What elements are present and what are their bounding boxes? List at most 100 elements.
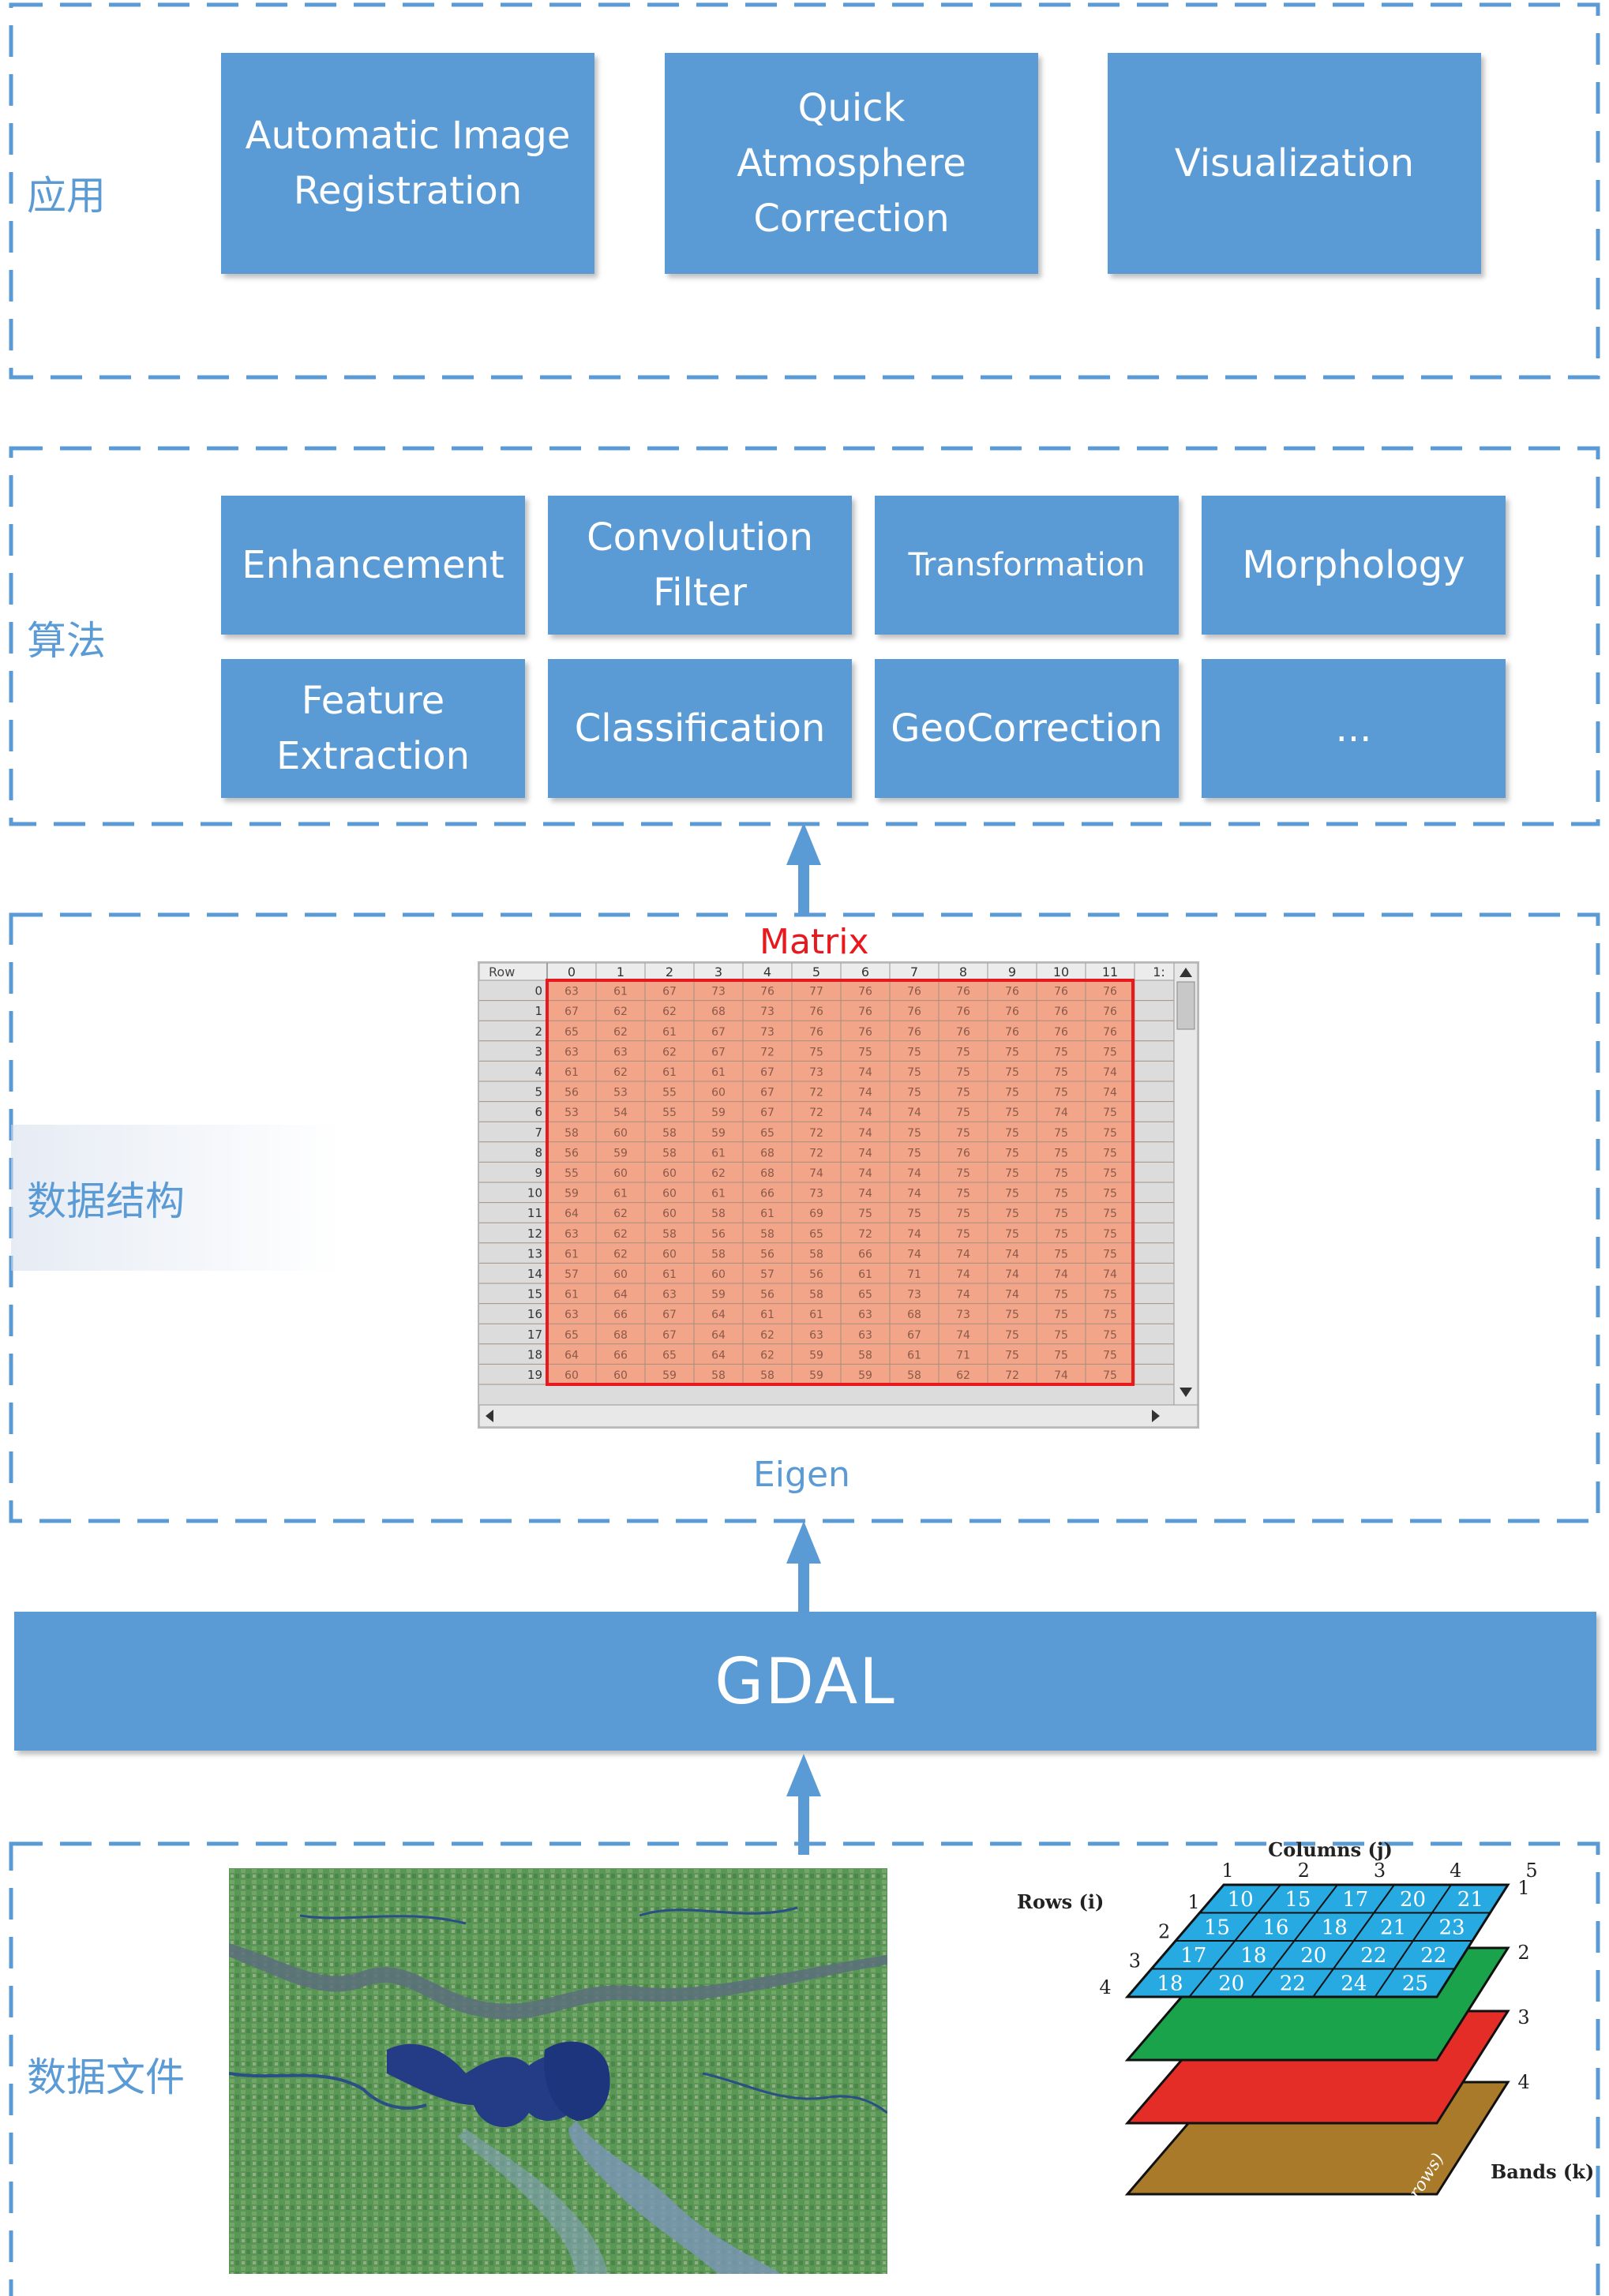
matrix-cell: 75: [1054, 1188, 1068, 1200]
matrix-horizontal-scrollbar: [479, 1404, 1198, 1427]
matrix-cell: 66: [613, 1349, 628, 1361]
band-cell-value: 25: [1402, 1972, 1428, 1995]
matrix-cell: 75: [1005, 1107, 1019, 1119]
matrix-cell: 62: [956, 1369, 970, 1382]
band-cell-value: 16: [1262, 1916, 1288, 1939]
matrix-cell: 75: [1005, 1087, 1019, 1099]
matrix-cell: 76: [907, 986, 921, 998]
matrix-selection-border: [546, 979, 1135, 1386]
matrix-cell: 62: [662, 1046, 677, 1058]
matrix-cell: 64: [613, 1289, 628, 1302]
matrix-row-header: 19: [527, 1368, 542, 1382]
matrix-cell: 61: [662, 1026, 677, 1039]
matrix-row-header: 6: [534, 1105, 542, 1119]
matrix-cell: 56: [711, 1228, 726, 1241]
matrix-cell: 61: [613, 1188, 628, 1200]
matrix-row-header: 9: [534, 1166, 542, 1180]
matrix-cell: 64: [711, 1329, 726, 1342]
matrix-cell: 62: [613, 1228, 628, 1241]
matrix-cell: 75: [1103, 1127, 1117, 1140]
matrix-cell: 74: [907, 1228, 921, 1241]
matrix-cell: 60: [662, 1248, 677, 1260]
matrix-cell: 74: [907, 1167, 921, 1180]
band-cell-value: 20: [1300, 1944, 1326, 1968]
matrix-cell: 66: [760, 1188, 774, 1200]
column-number: 1: [1221, 1860, 1233, 1882]
matrix-cell: 61: [662, 1268, 677, 1281]
app-box-visualization: Visualization: [1108, 53, 1481, 274]
matrix-cell: 65: [809, 1228, 823, 1241]
band-number: 4: [1517, 2071, 1529, 2093]
matrix-cell: 62: [613, 1248, 628, 1260]
matrix-cell: 75: [956, 1228, 970, 1241]
matrix-cell: 75: [1054, 1228, 1068, 1241]
matrix-cell: 74: [858, 1087, 872, 1099]
matrix-cell: 76: [956, 1006, 970, 1018]
matrix-cell: 68: [760, 1167, 774, 1180]
matrix-cell: 61: [760, 1309, 774, 1321]
matrix-cell: 63: [564, 1046, 579, 1058]
matrix-cell: 75: [956, 1188, 970, 1200]
matrix-cell: 55: [662, 1107, 677, 1119]
matrix-cell: 72: [809, 1107, 823, 1119]
matrix-cell: 56: [564, 1087, 579, 1099]
matrix-cell: 58: [711, 1248, 726, 1260]
matrix-cell: 76: [858, 986, 872, 998]
matrix-cell: 75: [1054, 1167, 1068, 1180]
matrix-cell: 59: [858, 1369, 872, 1382]
matrix-cell: 74: [907, 1248, 921, 1260]
matrix-cell: 61: [613, 986, 628, 998]
matrix-cell: 59: [711, 1107, 726, 1119]
matrix-cell: 75: [907, 1208, 921, 1220]
matrix-cell: 58: [662, 1127, 677, 1140]
matrix-cell: 65: [564, 1329, 579, 1342]
data-structure-layer-label: 数据结构: [27, 1178, 185, 1224]
matrix-cell: 76: [1054, 1026, 1068, 1039]
matrix-cell: 61: [760, 1208, 774, 1220]
matrix-cell: 74: [956, 1268, 970, 1281]
matrix-column-header: 0: [568, 964, 576, 979]
matrix-cell: 76: [858, 1006, 872, 1018]
matrix-cell: 56: [564, 1147, 579, 1159]
row-number: 3: [1129, 1950, 1141, 1972]
matrix-cell: 75: [858, 1208, 872, 1220]
matrix-cell: 75: [1103, 1329, 1117, 1342]
band-number: 1: [1517, 1877, 1529, 1899]
matrix-cell: 60: [613, 1167, 628, 1180]
data-file-layer-frame: [9, 1841, 1600, 2296]
band-cell-value: 23: [1439, 1916, 1465, 1939]
column-number: 3: [1374, 1860, 1386, 1882]
matrix-cell: 76: [1005, 986, 1019, 998]
matrix-column-header: 3: [714, 964, 722, 979]
algo-box-geocorrection: GeoCorrection: [875, 659, 1179, 798]
matrix-cell: 59: [662, 1369, 677, 1382]
matrix-cell: 64: [564, 1349, 579, 1361]
matrix-cell: 74: [907, 1188, 921, 1200]
eigen-caption: Eigen: [753, 1455, 850, 1495]
matrix-cell: 61: [858, 1268, 872, 1281]
matrix-cell: 77: [809, 986, 823, 998]
matrix-cell: 75: [1054, 1046, 1068, 1058]
matrix-cell: 74: [1054, 1268, 1068, 1281]
matrix-cell: 76: [809, 1026, 823, 1039]
band-number: 2: [1517, 1942, 1529, 1964]
matrix-cell: 74: [956, 1289, 970, 1302]
matrix-cell: 58: [662, 1147, 677, 1159]
band-cell-value: 10: [1228, 1888, 1254, 1912]
matrix-cell: 75: [907, 1066, 921, 1079]
algo-box-more: ...: [1202, 659, 1506, 798]
matrix-cell: 61: [564, 1248, 579, 1260]
matrix-cell: 75: [1005, 1349, 1019, 1361]
matrix-cell: 72: [809, 1127, 823, 1140]
matrix-cell: 75: [1005, 1046, 1019, 1058]
matrix-cell: 65: [858, 1289, 872, 1302]
matrix-cell: 76: [956, 1026, 970, 1039]
matrix-cell: 75: [858, 1046, 872, 1058]
matrix-cell: 75: [956, 1046, 970, 1058]
matrix-cell: 67: [760, 1066, 774, 1079]
matrix-cell: 58: [711, 1208, 726, 1220]
band-cell-value: 24: [1341, 1972, 1367, 1995]
matrix-cell: 60: [613, 1268, 628, 1281]
matrix-cell: 74: [1005, 1248, 1019, 1260]
